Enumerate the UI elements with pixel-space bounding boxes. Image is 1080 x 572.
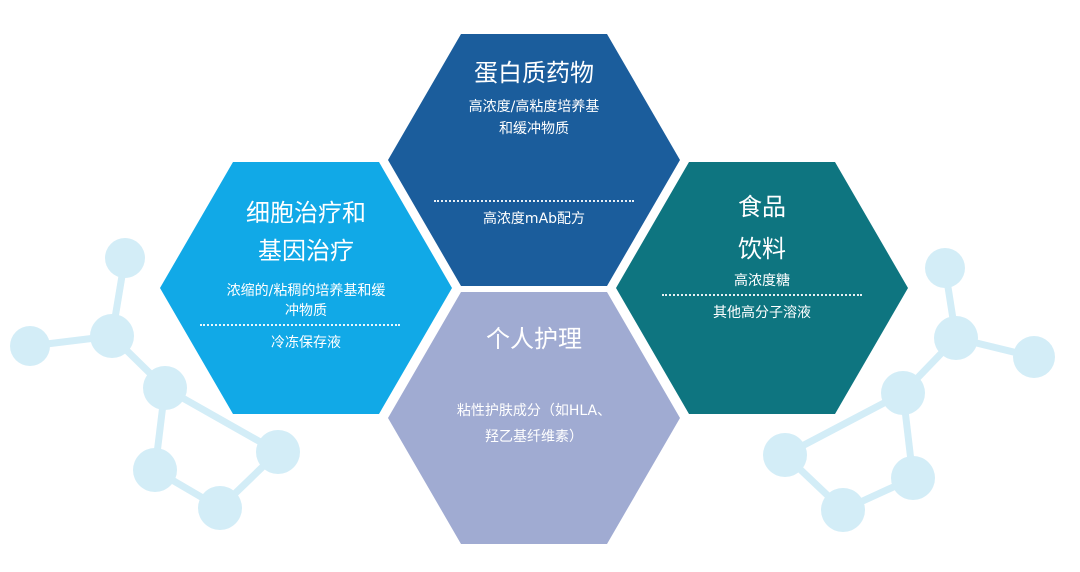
protein-line-2: 和缓冲物质 xyxy=(499,121,569,137)
dotted-divider xyxy=(434,200,634,202)
dotted-divider xyxy=(662,294,862,296)
hex-food-beverage: 食品 饮料 高浓度糖 其他高分子溶液 xyxy=(616,162,908,414)
right-molecule xyxy=(763,248,1055,532)
hex-cell-gene-therapy: 细胞治疗和 基因治疗 浓缩的/粘稠的培养基和缓 冲物质 冷冻保存液 xyxy=(160,162,452,414)
food-line-1: 高浓度糖 xyxy=(734,273,790,289)
protein-title: 蛋白质药物 xyxy=(474,59,594,87)
protein-line-3: 高浓度mAb配方 xyxy=(482,211,586,227)
hex-protein-drugs: 蛋白质药物 高浓度/高粘度培养基 和缓冲物质 高浓度mAb配方 xyxy=(388,34,680,286)
care-title: 个人护理 xyxy=(486,325,582,353)
protein-line-1: 高浓度/高粘度培养基 xyxy=(468,99,600,115)
left-molecule xyxy=(10,238,300,530)
care-line-2: 羟乙基纤维素） xyxy=(485,429,583,445)
hexagon-shape xyxy=(388,34,680,286)
hexagon-shape xyxy=(388,292,680,544)
hexagon-shape xyxy=(160,162,452,414)
food-title-2: 饮料 xyxy=(738,235,786,263)
food-line-2: 其他高分子溶液 xyxy=(713,305,811,321)
cell-line-3: 冷冻保存液 xyxy=(271,335,341,351)
cell-line-1: 浓缩的/粘稠的培养基和缓 xyxy=(226,283,386,299)
care-line-1: 粘性护肤成分（如HLA、 xyxy=(456,403,612,419)
cell-title-2: 基因治疗 xyxy=(258,237,354,265)
cell-title-1: 细胞治疗和 xyxy=(246,199,366,227)
cell-line-2: 冲物质 xyxy=(285,303,327,319)
dotted-divider xyxy=(200,324,400,326)
hexagon-shape xyxy=(616,162,908,414)
food-title-1: 食品 xyxy=(738,193,786,221)
hex-personal-care: 个人护理 粘性护肤成分（如HLA、 羟乙基纤维素） xyxy=(388,292,680,544)
